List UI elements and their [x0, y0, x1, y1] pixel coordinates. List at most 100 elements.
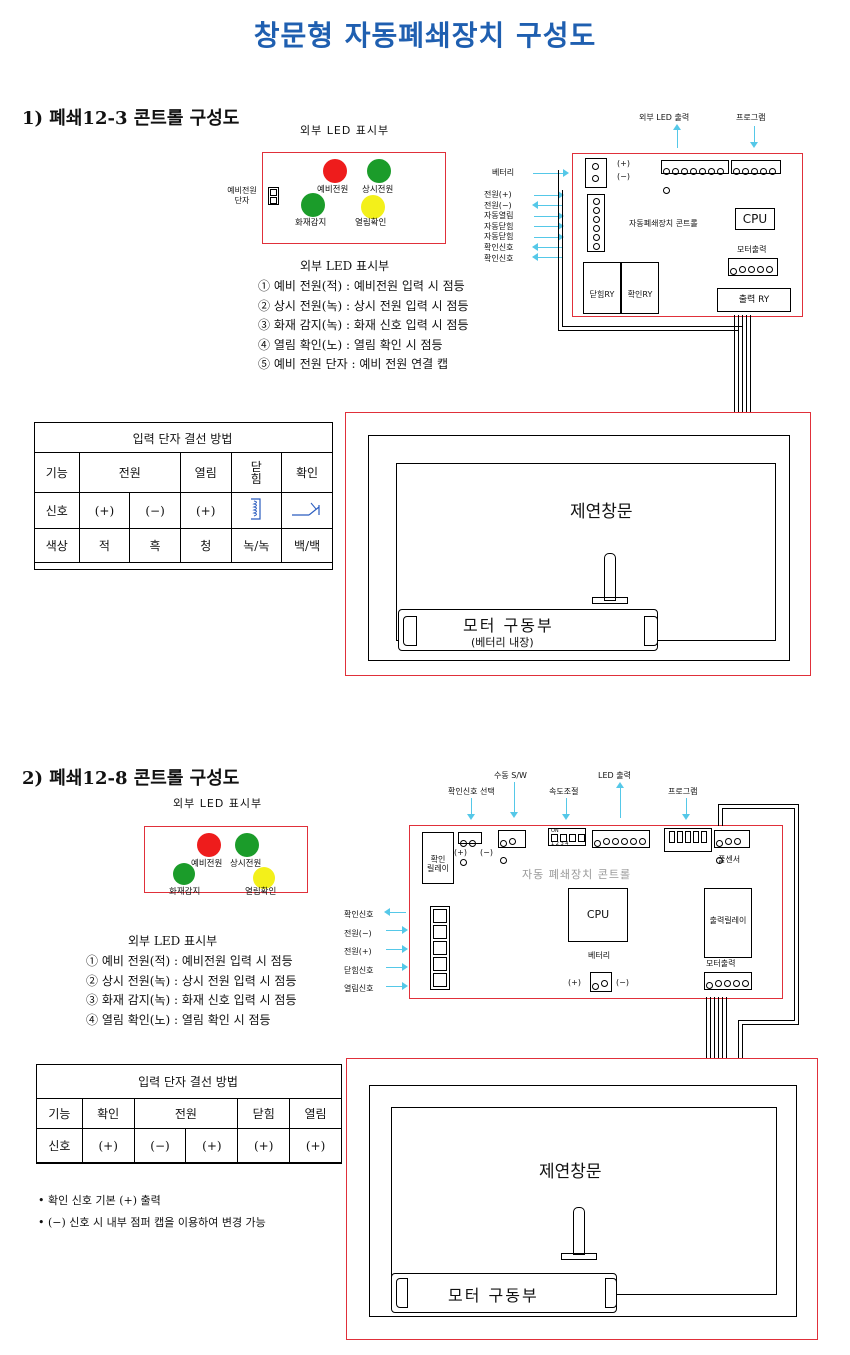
motor-drive-unit: 모터 구동부 (베터리 내장) [398, 609, 658, 651]
confirm-relay: 확인 릴레이 [422, 832, 454, 884]
down-arrow-icon [682, 798, 690, 820]
table-cell: 닫 힘 [230, 452, 283, 493]
led-out-connector [592, 830, 650, 848]
program-label: 프로그램 [736, 113, 766, 122]
program-label: 프로그램 [668, 787, 698, 796]
motor-end-cap [605, 1278, 617, 1308]
input-label: 확인신호 [484, 253, 514, 263]
output-relay: 출력 RY [717, 288, 791, 312]
input-label: 자동닫힘 [484, 221, 514, 231]
section2-legend-list: ① 예비 전원(적) : 예비전원 입력 시 점등 ② 상시 전원(녹) : 상… [86, 952, 296, 1030]
speed-control-label: 속도조절 [549, 787, 579, 796]
window-handle-base [592, 597, 628, 604]
right-arrow-icon [533, 169, 569, 177]
section1-led-panel: 예비전원 상시전원 화재감지 열림확인 [262, 152, 446, 244]
input-label: 확인신호 [484, 242, 514, 252]
section1-control-board: (+) (−) 자동폐쇄장치 콘트롤 CPU 모터출력 닫힘RY 확인RY 출력… [572, 153, 803, 317]
coil-symbol-cell [230, 492, 283, 529]
table-cell: (+) [78, 492, 131, 529]
note-item: • 확인 신호 기본 (+) 출력 [38, 1194, 161, 1207]
normal-power-led-label: 상시전원 [362, 185, 394, 195]
motor-out-connector [704, 972, 752, 990]
section1-wiring-table: 기능 전원 열림 닫 힘 확인 기능 신호 (+) (−) (+) 색상 적 흑… [34, 452, 333, 563]
motor-label: 모터 구동부 [463, 616, 554, 635]
battery-connector [585, 158, 607, 188]
table-cell: 기능 [36, 1098, 83, 1129]
up-arrow-icon [673, 124, 681, 148]
right-arrow-icon [386, 963, 408, 971]
standby-power-led-label: 예비전원 [191, 859, 223, 869]
down-arrow-icon [510, 782, 518, 818]
normal-power-led-label: 상시전원 [230, 859, 262, 869]
section1-input-labels: 전원(+) 전원(−) 자동열림 자동닫힘 자동닫힘 확인신호 확인신호 [484, 190, 513, 264]
section2-control-board: 확인 릴레이 (+) (−) ON 1 2 3 4 풀센서 자동 폐쇄장치 콘트… [409, 825, 783, 999]
input-label: 닫힘신호 [344, 965, 374, 975]
right-arrow-icon [534, 233, 564, 241]
led-out-connector [661, 160, 729, 194]
page-title: 창문형 자동폐쇄장치 구성도 [253, 19, 597, 52]
input-label: 확인신호 [344, 910, 374, 919]
table-cell: (+) [289, 1128, 342, 1163]
legend-item: ① 예비 전원(적) : 예비전원 입력 시 점등 [258, 279, 465, 293]
program-connector [664, 828, 712, 852]
battery-plus: (+) [568, 978, 581, 987]
jumper-plus: (+) [454, 848, 467, 857]
battery-label: 베터리 [492, 168, 515, 177]
dip-numbers: 1 2 3 4 [551, 841, 569, 847]
output-relay: 출력릴레이 [704, 888, 752, 958]
battery-plus: (+) [617, 159, 630, 168]
legend-item: ④ 열림 확인(노) : 열림 확인 시 점등 [86, 1012, 271, 1027]
confirm-relay-label: 확인RY [627, 290, 653, 299]
section1-heading: 1) 폐쇄12-3 콘트롤 구성도 [22, 108, 240, 129]
dip-switch: ON 1 2 3 4 [548, 828, 586, 847]
table-cell: 신호 [36, 1128, 83, 1163]
section1-led-panel-title: 외부 LED 표시부 [300, 124, 390, 137]
right-arrow-icon [534, 222, 564, 230]
controller-label: 자동폐쇄장치 콘트롤 [629, 219, 698, 228]
window-handle [604, 553, 616, 601]
down-arrow-icon [562, 798, 570, 820]
normal-power-led-icon [235, 833, 259, 857]
right-arrow-icon [534, 212, 564, 220]
ext-led-out-label: 외부 LED 출력 [639, 113, 690, 122]
battery-connector [590, 972, 612, 992]
table-cell: (−) [129, 492, 181, 529]
section1-table-caption: 입력 단자 결선 방법 [132, 432, 233, 446]
table-cell: 확인 [81, 1098, 135, 1129]
window-handle-base [561, 1253, 597, 1260]
right-arrow-icon [386, 945, 408, 953]
legend-item: ⑤ 예비 전원 단자 : 예비 전원 연결 캡 [258, 357, 449, 371]
window-inner [391, 1107, 777, 1295]
input-label: 열림신호 [344, 984, 374, 993]
note-item: • (−) 신호 시 내부 점퍼 캡을 이용하여 변경 가능 [38, 1216, 266, 1229]
section2-input-labels: 확인신호 전원(−) 전원(+) 닫힘신호 열림신호 [344, 906, 373, 999]
battery-minus: (−) [616, 978, 629, 987]
input-label: 전원(+) [344, 947, 372, 956]
sensor-connector [714, 830, 750, 864]
open-confirm-led-label: 열림확인 [245, 887, 277, 897]
battery-included-label: (베터리 내장) [471, 636, 534, 649]
standby-power-led-icon [323, 159, 347, 183]
input-label: 자동열림 [484, 211, 514, 221]
section2-led-panel: 예비전원 상시전원 화재감지 열림확인 [144, 826, 308, 897]
legend-item: ④ 열림 확인(노) : 열림 확인 시 점등 [258, 337, 443, 352]
section1-legend-list: ① 예비 전원(적) : 예비전원 입력 시 점등 ② 상시 전원(녹) : 상… [258, 277, 468, 375]
manual-switch-connector [498, 830, 526, 864]
standby-power-led-icon [197, 833, 221, 857]
section1-legend-title: 외부 LED 표시부 [300, 259, 390, 273]
fire-detect-led-icon [301, 193, 325, 217]
standby-power-led-label: 예비전원 [317, 185, 349, 195]
motor-end-cap [403, 616, 417, 646]
table-cell: (+) [179, 492, 232, 529]
down-arrow-icon [750, 126, 758, 148]
table-cell: 기능 [34, 452, 80, 493]
coil-icon [251, 498, 261, 520]
dip-on-label: ON [551, 828, 559, 834]
left-arrow-icon [532, 243, 562, 251]
left-arrow-icon [532, 253, 562, 261]
section2-led-panel-title: 외부 LED 표시부 [173, 797, 263, 810]
section2-legend-title: 외부 LED 표시부 [128, 934, 218, 948]
legend-item: ③ 화재 감지(녹) : 화재 신호 입력 시 점등 [258, 318, 469, 332]
window-label: 제연창문 [570, 502, 633, 522]
confirm-select-label: 확인신호 선택 [448, 787, 495, 796]
